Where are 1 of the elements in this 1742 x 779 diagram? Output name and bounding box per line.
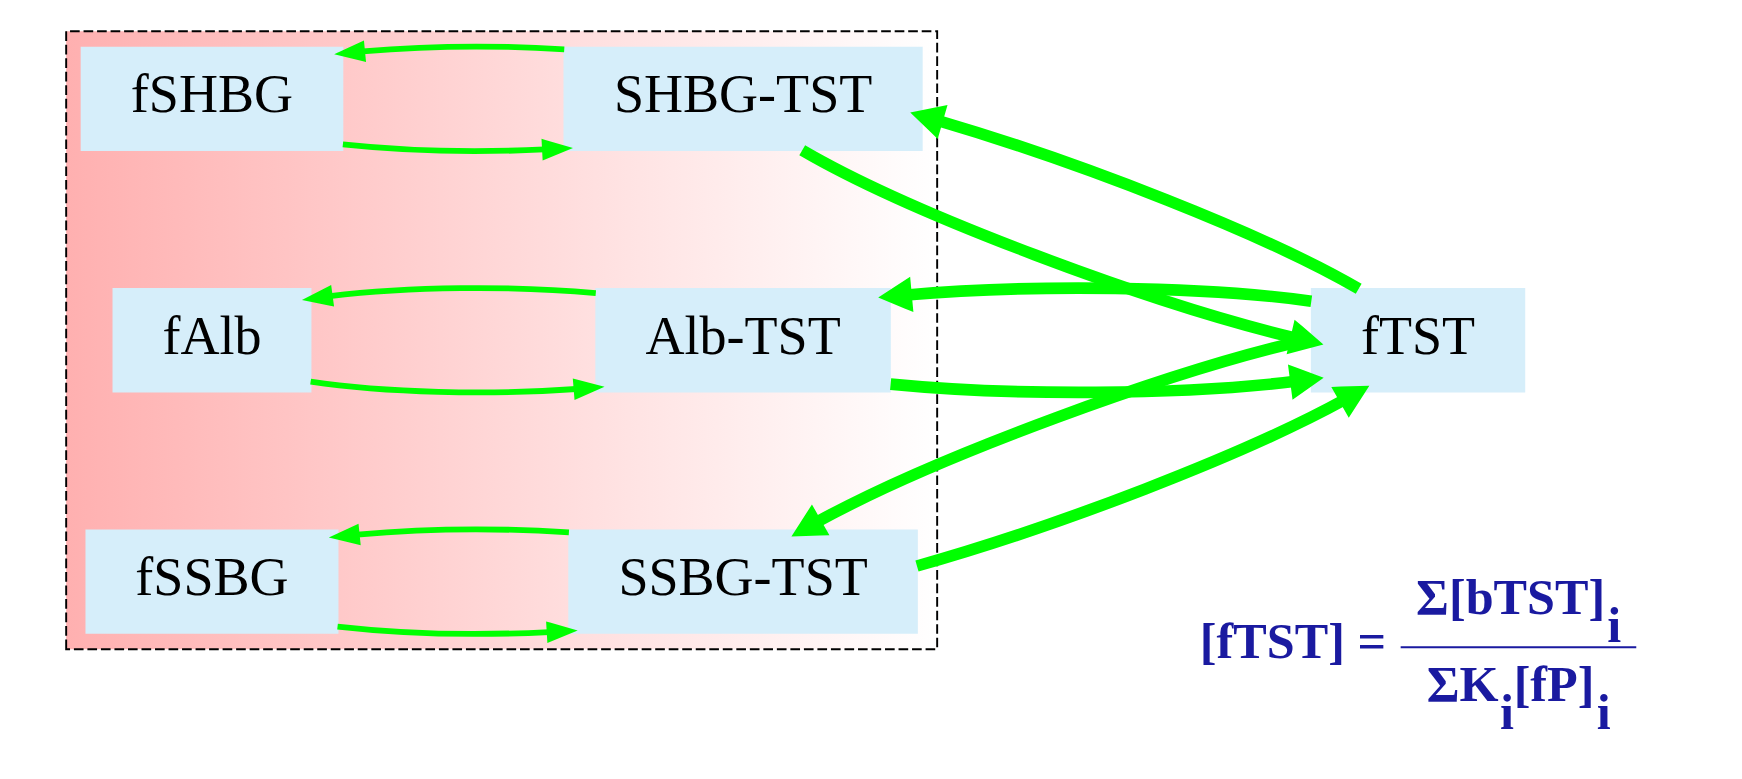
label: [fTST] = <box>1199 612 1386 669</box>
